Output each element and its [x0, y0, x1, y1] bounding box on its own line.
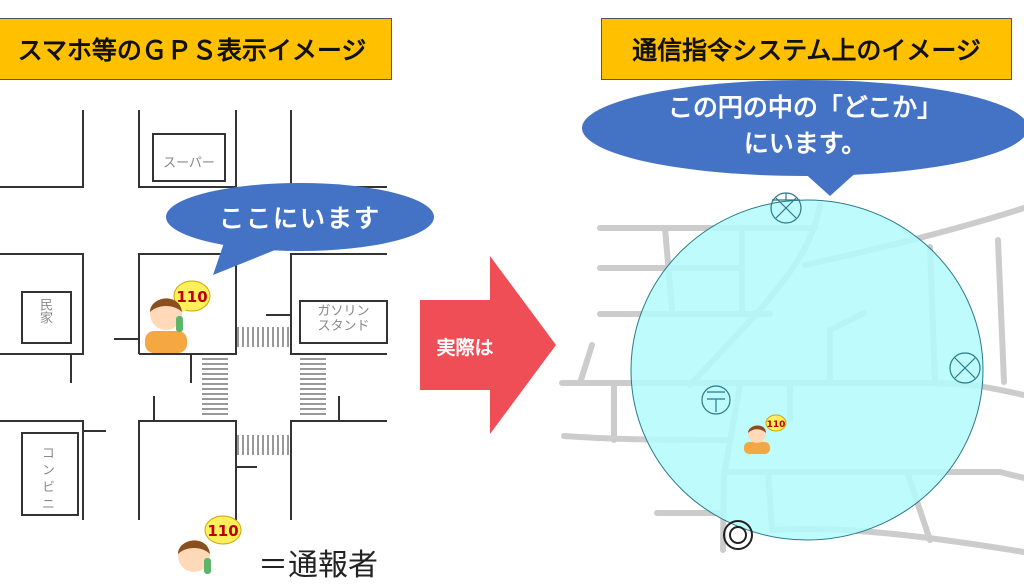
- right-title: 通信指令システム上のイメージ: [601, 18, 1012, 80]
- left-title: スマホ等のＧＰＳ表示イメージ: [0, 18, 392, 80]
- map-symbols: [701, 192, 981, 415]
- house-building: [21, 291, 72, 344]
- caller-illustration-legend: 110: [178, 515, 242, 574]
- right-bubble-line2: にいます。: [743, 129, 867, 158]
- right-arrow-shape: [420, 256, 556, 434]
- crosswalks: [202, 327, 326, 455]
- caller-illustration-small: 110: [744, 414, 787, 454]
- supermarket-building: [152, 133, 226, 182]
- gas-station-label-line2: スタンド: [317, 318, 370, 334]
- legend-caller-text: ＝通報者: [258, 548, 378, 583]
- convenience-store-building: [21, 432, 79, 516]
- police-box-icon-right: [949, 352, 981, 384]
- supermarket-label: スーパー: [163, 156, 215, 171]
- gas-station-building: [299, 300, 388, 344]
- arrow-label: 実際は: [436, 337, 494, 359]
- gas-station-label: ガソリン スタンド: [300, 304, 387, 335]
- street-map: [0, 110, 388, 520]
- city-hall-icon: [723, 520, 753, 550]
- badge-110: 110: [207, 522, 238, 540]
- left-bubble-text: ここにいます: [218, 204, 381, 233]
- right-bubble-text: この円の中の「どこか」 にいます。: [582, 90, 1024, 162]
- convenience-store-label: コンビニ: [38, 446, 54, 514]
- right-bubble-line1: この円の中の「どこか」: [667, 93, 943, 122]
- caller-illustration-main: 110: [145, 280, 211, 353]
- badge-110: 110: [176, 288, 207, 306]
- post-office-icon: [701, 385, 731, 415]
- police-box-icon-top: [770, 192, 802, 224]
- uncertainty-circle: [630, 199, 984, 541]
- left-speech-bubble: [166, 183, 434, 275]
- right-speech-bubble: [582, 80, 1024, 196]
- house-label: 民家: [36, 298, 52, 324]
- gas-station-label-line1: ガソリン: [317, 304, 370, 319]
- badge-110: 110: [767, 420, 786, 430]
